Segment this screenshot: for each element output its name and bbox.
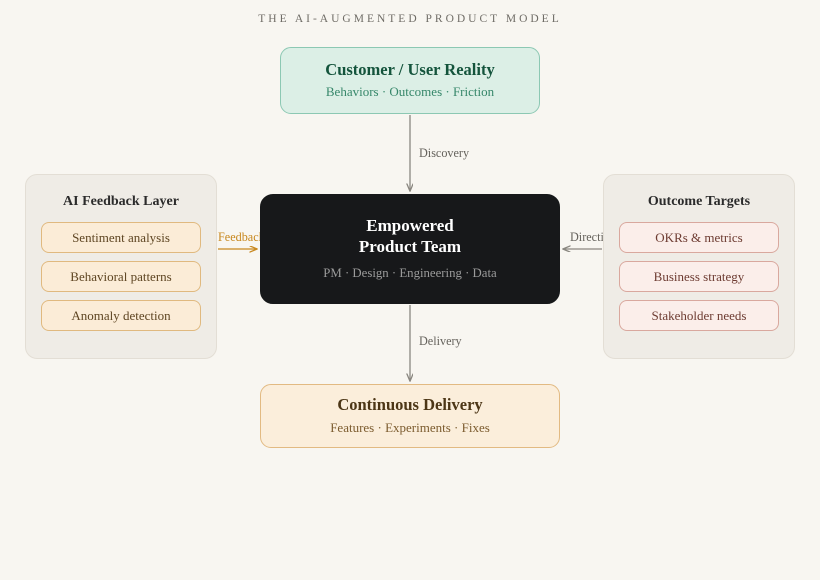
node-continuous-delivery[interactable]: Continuous Delivery Features · Experimen… xyxy=(260,384,560,448)
edge-label-discovery: Discovery xyxy=(419,146,470,160)
node-team-title-line2: Product Team xyxy=(358,237,462,257)
node-customer-user-reality[interactable]: Customer / User Reality Behaviors · Outc… xyxy=(280,47,540,114)
panel-outcome-title: Outcome Targets xyxy=(647,194,751,209)
panel-ai-feedback-layer: AI Feedback Layer Sentiment analysis Beh… xyxy=(25,174,217,359)
panel-feedback-chip-list: Sentiment analysis Behavioral patterns A… xyxy=(26,222,216,331)
edge-label-delivery: Delivery xyxy=(419,334,462,348)
node-delivery-subtitle: Features · Experiments · Fixes xyxy=(330,419,490,435)
node-customer-subtitle: Behaviors · Outcomes · Friction xyxy=(325,84,495,100)
node-team-subtitle: PM · Design · Engineering · Data xyxy=(323,265,497,280)
panel-outcome-targets: Outcome Targets OKRs & metrics Business … xyxy=(603,174,795,359)
chip-okrs-and-metrics[interactable]: OKRs & metrics xyxy=(619,222,779,253)
chip-anomaly-detection[interactable]: Anomaly detection xyxy=(41,300,201,331)
node-customer-title: Customer / User Reality xyxy=(325,59,495,79)
chip-sentiment-analysis[interactable]: Sentiment analysis xyxy=(41,222,201,253)
panel-outcome-chip-list: OKRs & metrics Business strategy Stakeho… xyxy=(604,222,794,331)
chip-behavioral-patterns[interactable]: Behavioral patterns xyxy=(41,261,201,292)
node-team-title-line1: Empowered xyxy=(366,216,454,236)
node-delivery-title: Continuous Delivery xyxy=(337,395,483,415)
node-empowered-product-team[interactable]: Empowered Product Team PM · Design · Eng… xyxy=(260,194,560,304)
edge-label-feedback: Feedback xyxy=(218,230,265,244)
page-title: THE AI-AUGMENTED PRODUCT MODEL xyxy=(258,13,562,25)
chip-business-strategy[interactable]: Business strategy xyxy=(619,261,779,292)
panel-feedback-title: AI Feedback Layer xyxy=(63,194,179,209)
chip-stakeholder-needs[interactable]: Stakeholder needs xyxy=(619,300,779,331)
node-team-title: Empowered Product Team xyxy=(359,216,461,257)
